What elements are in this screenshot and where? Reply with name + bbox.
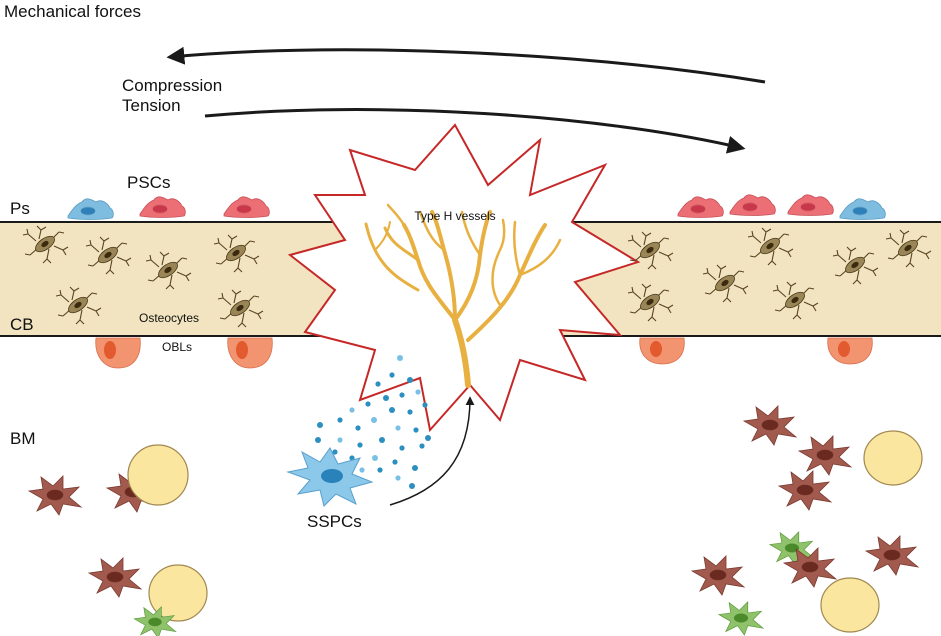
psc-blue-cell — [839, 198, 886, 220]
osteocytes-label: Osteocytes — [139, 311, 199, 325]
secreted-factor-particle — [377, 467, 383, 473]
psc-red-cell — [139, 196, 186, 218]
bm-stromal-cell — [778, 470, 832, 511]
bone-marrow-cells-left — [28, 444, 208, 636]
secreted-factor-particle — [389, 407, 395, 413]
psc-red-cell — [677, 196, 724, 218]
secreted-factor-particle — [372, 455, 378, 461]
secreted-factor-particle — [355, 425, 361, 431]
secreted-factor-particle — [397, 355, 403, 361]
psc-red-cell — [729, 194, 776, 216]
bm-stromal-cell — [783, 547, 837, 588]
sspc-cell — [286, 447, 374, 507]
secreted-factor-particle — [317, 422, 323, 428]
secreted-factor-particle — [337, 437, 343, 443]
periosteal-stem-cells-left — [67, 196, 270, 220]
ps-label: Ps — [10, 199, 30, 218]
bm-stromal-cell — [743, 405, 797, 446]
secreted-factors — [315, 355, 431, 489]
psc-red-cell — [787, 194, 834, 216]
tension-label: Tension — [122, 96, 181, 115]
bm-stromal-cell — [798, 435, 852, 476]
secreted-factor-particle — [375, 381, 381, 387]
bm-stromal-cell — [865, 535, 919, 576]
sspc-to-vessel-arrow — [389, 396, 475, 506]
secreted-factor-particle — [332, 449, 338, 455]
obl-cell — [827, 337, 873, 365]
sspcs-label: SSPCs — [307, 512, 362, 531]
secreted-factor-particle — [407, 377, 413, 383]
secreted-factor-particle — [349, 455, 355, 461]
secreted-factor-particle — [359, 467, 365, 473]
compression-arrow — [166, 46, 766, 84]
mechanical-forces-label: Mechanical forces — [4, 2, 141, 21]
secreted-factor-particle — [399, 445, 405, 451]
pscs-label: PSCs — [127, 173, 170, 192]
secreted-factor-particle — [365, 401, 371, 407]
type-h-vessels-label: Type H vessels — [414, 209, 495, 223]
secreted-factor-particle — [412, 465, 418, 471]
psc-red-cell — [223, 196, 270, 218]
secreted-factor-particle — [395, 425, 401, 431]
osteoblasts — [95, 337, 873, 369]
secreted-factor-particle — [349, 407, 355, 413]
secreted-factor-particle — [422, 402, 428, 408]
bm-stromal-cell — [28, 475, 82, 516]
cb-label: CB — [10, 315, 34, 334]
obl-cell — [95, 337, 141, 369]
type-h-vessel-burst: Type H vessels — [287, 123, 641, 433]
tension-arrow — [204, 108, 746, 154]
secreted-factor-particle — [399, 392, 405, 398]
psc-blue-cell — [67, 198, 114, 220]
adipocyte — [820, 577, 880, 633]
secreted-factor-particle — [395, 475, 401, 481]
adipocyte — [863, 430, 923, 486]
secreted-factor-particle — [379, 437, 385, 443]
obl-cell — [227, 337, 273, 369]
secreted-factor-particle — [425, 435, 431, 441]
vessel-tree — [364, 203, 562, 388]
bm-green-cell — [769, 531, 815, 566]
bone-marrow-cells-right — [691, 405, 923, 636]
secreted-factor-particle — [337, 417, 343, 423]
bm-stromal-cell — [88, 557, 142, 598]
obls-label: OBLs — [162, 340, 192, 354]
secreted-factor-particle — [409, 483, 415, 489]
secreted-factor-particle — [415, 389, 421, 395]
compression-label: Compression — [122, 76, 222, 95]
obl-cell — [639, 337, 685, 365]
secreted-factor-particle — [392, 459, 398, 465]
secreted-factor-particle — [383, 395, 389, 401]
secreted-factor-particle — [357, 442, 363, 448]
periosteal-stem-cells-right — [677, 194, 886, 220]
bm-green-cell — [718, 601, 764, 636]
secreted-factor-particle — [315, 437, 321, 443]
secreted-factor-particle — [371, 417, 377, 423]
bm-green-cell — [133, 606, 177, 636]
adipocyte — [127, 444, 189, 506]
secreted-factor-particle — [407, 409, 413, 415]
secreted-factor-particle — [413, 427, 419, 433]
secreted-factor-particle — [389, 372, 395, 378]
bm-stromal-cell — [691, 555, 745, 596]
bm-label: BM — [10, 429, 36, 448]
secreted-factor-particle — [419, 443, 425, 449]
adipocyte — [148, 564, 208, 622]
